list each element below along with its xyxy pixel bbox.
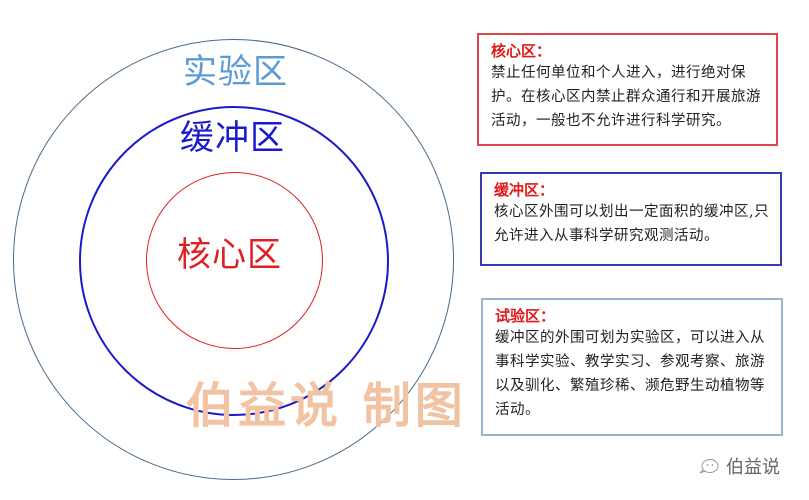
infobox-title: 缓冲区： — [494, 181, 555, 199]
core-zone-ring — [146, 172, 323, 349]
watermark: 伯益说 制图 — [186, 378, 467, 434]
core-zone-label: 核心区 — [177, 235, 282, 275]
core-zone-infobox: 核心区： 禁止任何单位和个人进入，进行绝对保护。在核心区内禁止群众通行和开展旅游… — [477, 33, 778, 146]
account-name: 伯益说 — [726, 457, 780, 478]
buffer-zone-infobox: 缓冲区： 核心区外围可以划出一定面积的缓冲区,只允许进入从事科学研究观测活动。 — [480, 172, 782, 266]
infobox-title: 试验区： — [495, 307, 556, 325]
infobox-text: 核心区外围可以划出一定面积的缓冲区,只允许进入从事科学研究观测活动。 — [494, 204, 770, 244]
experimental-zone-infobox: 试验区： 缓冲区的外围可划为实验区，可以进入从事科学实验、教学实习、参观考察、旅… — [481, 298, 783, 436]
buffer-zone-ring — [79, 106, 389, 416]
infobox-text: 缓冲区的外围可划为实验区，可以进入从事科学实验、教学实习、参观考察、旅游以及驯化… — [495, 330, 765, 418]
experimental-zone-label: 实验区 — [183, 52, 288, 92]
buffer-zone-label: 缓冲区 — [180, 118, 285, 158]
infobox-title: 核心区： — [491, 42, 552, 60]
infobox-text: 禁止任何单位和个人进入，进行绝对保护。在核心区内禁止群众通行和开展旅游活动，一般… — [491, 65, 761, 129]
experimental-zone-ring — [13, 39, 454, 480]
account-signature: 伯益说 — [698, 453, 780, 479]
wechat-icon — [699, 459, 719, 474]
